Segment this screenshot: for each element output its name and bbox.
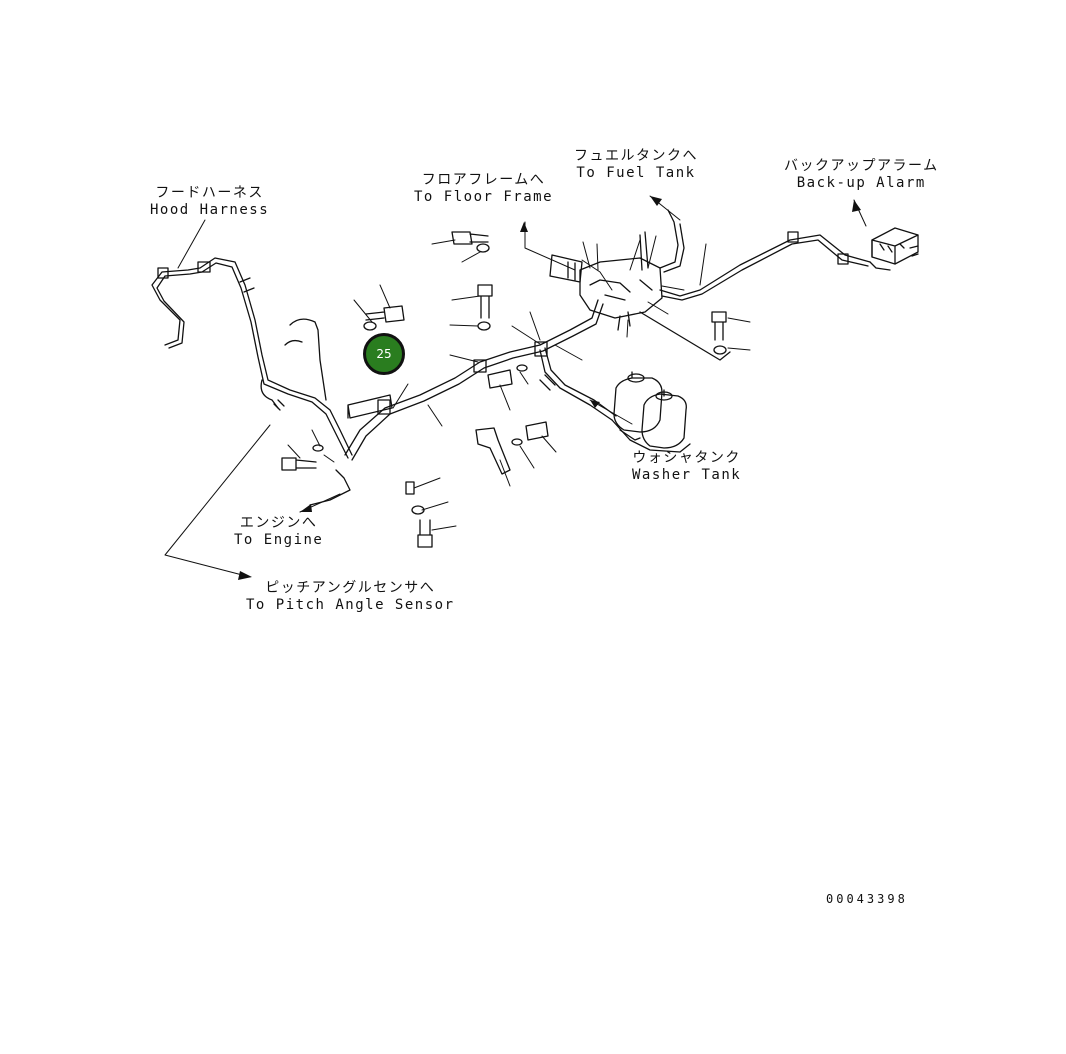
main-harness-trunk	[344, 299, 617, 461]
washer-tank-label-jp: ウォシャタンク	[632, 450, 741, 466]
floor-frame-label-jp: フロアフレームへ	[421, 172, 546, 188]
hood-harness-label: フードハーネス Hood Harness	[150, 185, 269, 219]
backup-alarm-label: バックアップアラーム Back-up Alarm	[784, 158, 939, 192]
floor-frame-label: フロアフレームへ To Floor Frame	[414, 172, 553, 206]
engine-label-en: To Engine	[234, 532, 324, 548]
hardware-fasteners	[281, 231, 727, 548]
backup-alarm-label-jp: バックアップアラーム	[784, 158, 939, 174]
washer-tank-label: ウォシャタンク Washer Tank	[632, 450, 741, 484]
washer-tank-label-en: Washer Tank	[632, 467, 742, 483]
pitch-sensor-label-en: To Pitch Angle Sensor	[246, 597, 455, 613]
fuel-tank-label-en: To Fuel Tank	[576, 165, 696, 181]
hood-harness-label-jp: フードハーネス	[155, 185, 264, 201]
backup-alarm-label-en: Back-up Alarm	[796, 175, 926, 191]
fuel-tank-label: フュエルタンクへ To Fuel Tank	[574, 148, 698, 182]
backup-alarm-unit	[869, 227, 919, 271]
junction-block	[549, 209, 871, 361]
pitch-sensor-label-jp: ピッチアングルセンサへ	[265, 580, 436, 596]
floor-frame-label-en: To Floor Frame	[414, 189, 554, 205]
washer-tank-unit	[611, 371, 691, 453]
mounting-brackets	[309, 394, 511, 506]
engine-label: エンジンへ To Engine	[234, 515, 323, 549]
callout-number: 25	[376, 347, 392, 361]
arrowheads	[238, 196, 861, 580]
callout-25-marker[interactable]: 25	[363, 333, 405, 375]
pitch-sensor-label: ピッチアングルセンサへ To Pitch Angle Sensor	[246, 580, 455, 614]
engine-label-jp: エンジンへ	[239, 515, 318, 531]
fuel-tank-label-jp: フュエルタンクへ	[574, 148, 698, 164]
hood-harness-branch	[151, 257, 353, 459]
document-number: 00043398	[826, 892, 908, 906]
hood-harness-label-en: Hood Harness	[150, 202, 270, 218]
